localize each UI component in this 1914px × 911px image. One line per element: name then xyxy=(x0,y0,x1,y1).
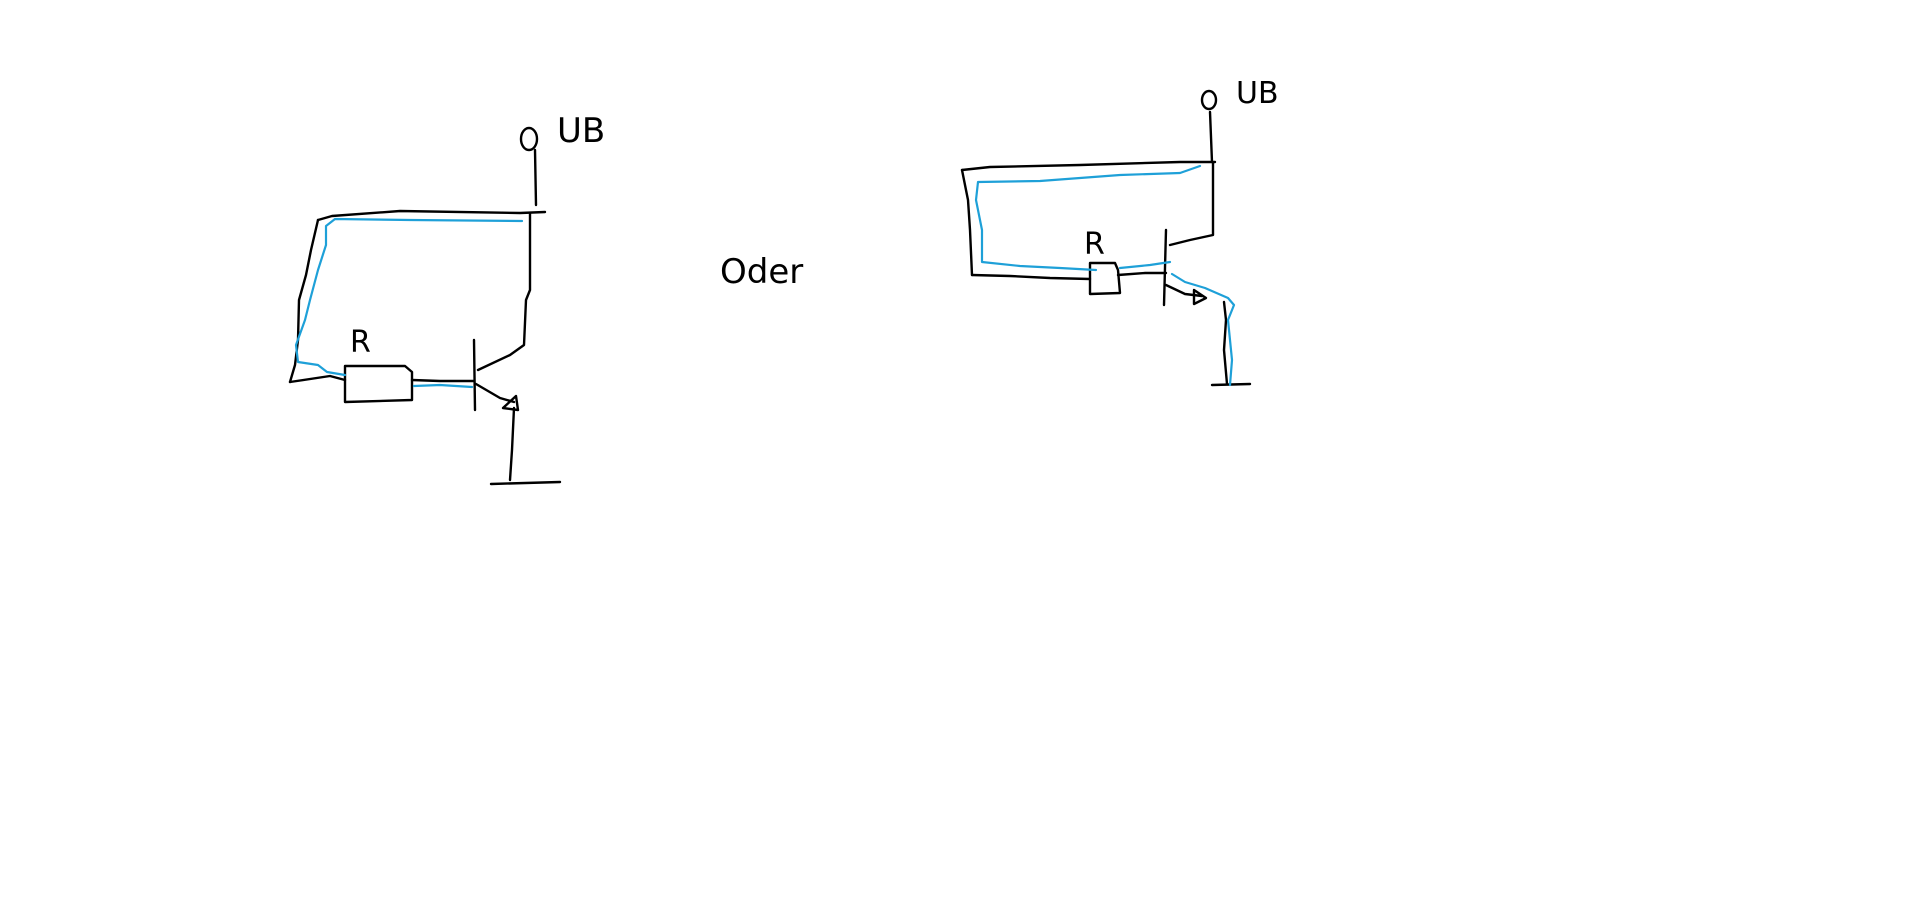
right-supply-label: UB xyxy=(1236,76,1279,111)
left-ground xyxy=(489,480,562,486)
alternative-text: Oder xyxy=(720,252,803,292)
right-resistor-label: R xyxy=(1084,227,1105,262)
left-resistor xyxy=(343,364,414,404)
left-supply-label: UB xyxy=(557,111,605,151)
right-supply-terminal xyxy=(1200,89,1218,111)
right-bottom-rail xyxy=(970,273,1092,281)
left-transistor-base xyxy=(472,338,477,412)
left-supply-lead xyxy=(533,148,538,207)
left-top-rail xyxy=(316,209,547,222)
left-transistor-emitter xyxy=(474,382,516,404)
right-collector-wire xyxy=(1168,161,1215,247)
right-emitter-arrow xyxy=(1192,288,1208,306)
right-circuit: UB R xyxy=(960,76,1279,387)
left-resistor-in-wire xyxy=(288,374,347,384)
left-resistor-label: R xyxy=(350,325,371,360)
left-base-wire xyxy=(410,378,476,383)
right-ground-lead xyxy=(1222,300,1229,386)
left-current-path xyxy=(294,217,524,389)
left-ground-lead xyxy=(508,406,516,482)
right-left-wire xyxy=(960,168,974,277)
right-current-path xyxy=(974,164,1236,387)
right-transistor-base xyxy=(1162,228,1168,307)
right-top-rail xyxy=(960,160,1217,172)
left-circuit: UB R xyxy=(288,111,605,486)
left-supply-terminal xyxy=(519,126,539,152)
left-collector-wire xyxy=(476,211,532,372)
right-resistor xyxy=(1088,261,1122,296)
left-left-wire xyxy=(288,218,320,384)
right-supply-lead xyxy=(1208,110,1214,164)
right-transistor-emitter xyxy=(1164,283,1204,298)
right-base-wire xyxy=(1116,271,1168,277)
left-emitter-arrow xyxy=(501,394,520,412)
